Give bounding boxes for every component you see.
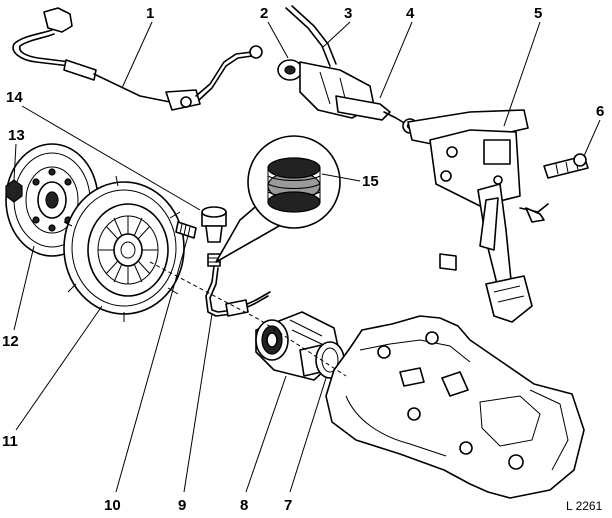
detail-inset (215, 135, 341, 263)
callout-14: 14 (6, 89, 23, 106)
slave-cylinder (255, 311, 345, 381)
callout-12: 12 (2, 333, 19, 350)
pedal-bolt (543, 153, 589, 179)
callout-11: 11 (2, 433, 18, 450)
callout-5: 5 (534, 5, 542, 22)
master-cylinder (277, 5, 418, 134)
assembly-line-clutch-axis (149, 261, 347, 377)
callout-7: 7 (284, 497, 292, 514)
callout-2: 2 (260, 5, 268, 22)
callout-4: 4 (406, 5, 415, 22)
pressure-plate (63, 175, 185, 322)
reference-code: L 2261 (566, 499, 603, 513)
callout-15: 15 (362, 173, 379, 190)
gearbox-housing (325, 315, 585, 499)
pedal-assembly (407, 109, 549, 323)
callout-3: 3 (344, 5, 352, 22)
callout-10: 10 (104, 497, 121, 514)
callout-1: 1 (146, 5, 154, 22)
hydraulic-pipe (12, 7, 263, 111)
leader-lines (13, 21, 601, 493)
callout-6: 6 (596, 103, 604, 120)
callout-9: 9 (178, 497, 186, 514)
callout-13: 13 (8, 127, 25, 144)
callout-8: 8 (240, 497, 248, 514)
pressure-plate-bolt (175, 221, 197, 239)
